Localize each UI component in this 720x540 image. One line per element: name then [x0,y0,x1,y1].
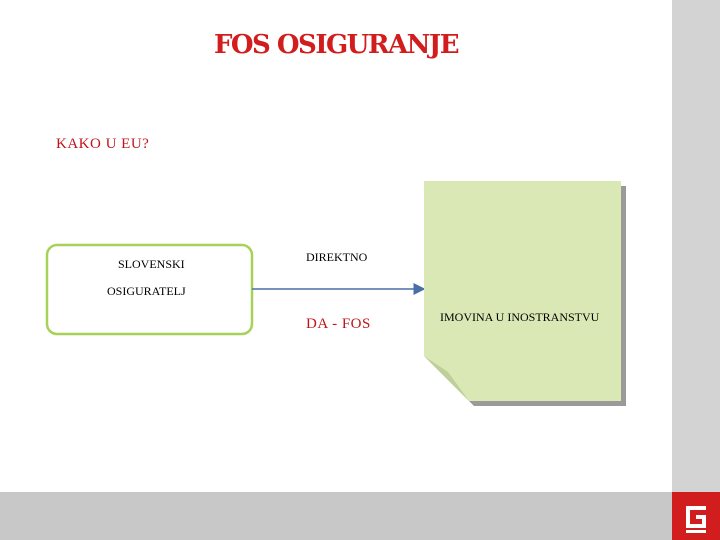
right-side-bar [672,0,720,540]
target-note-label: IMOVINA U INOSTRANSTVU [440,310,600,324]
arrow-label-direct: DIREKTNO [306,250,368,264]
target-note-fold [424,356,469,401]
flow-diagram [45,181,626,406]
slide-title: FOS OSIGURANJE [213,30,460,60]
bottom-footer-bar [0,492,672,540]
company-logo-icon [672,492,720,540]
source-label-line2: OSIGURATELJ [107,284,186,298]
slide-subtitle: KAKO U EU? [56,136,150,152]
arrow-label-fos: DA - FOS [306,316,371,332]
source-label-line1: SLOVENSKI [118,257,185,271]
target-note [424,181,621,401]
